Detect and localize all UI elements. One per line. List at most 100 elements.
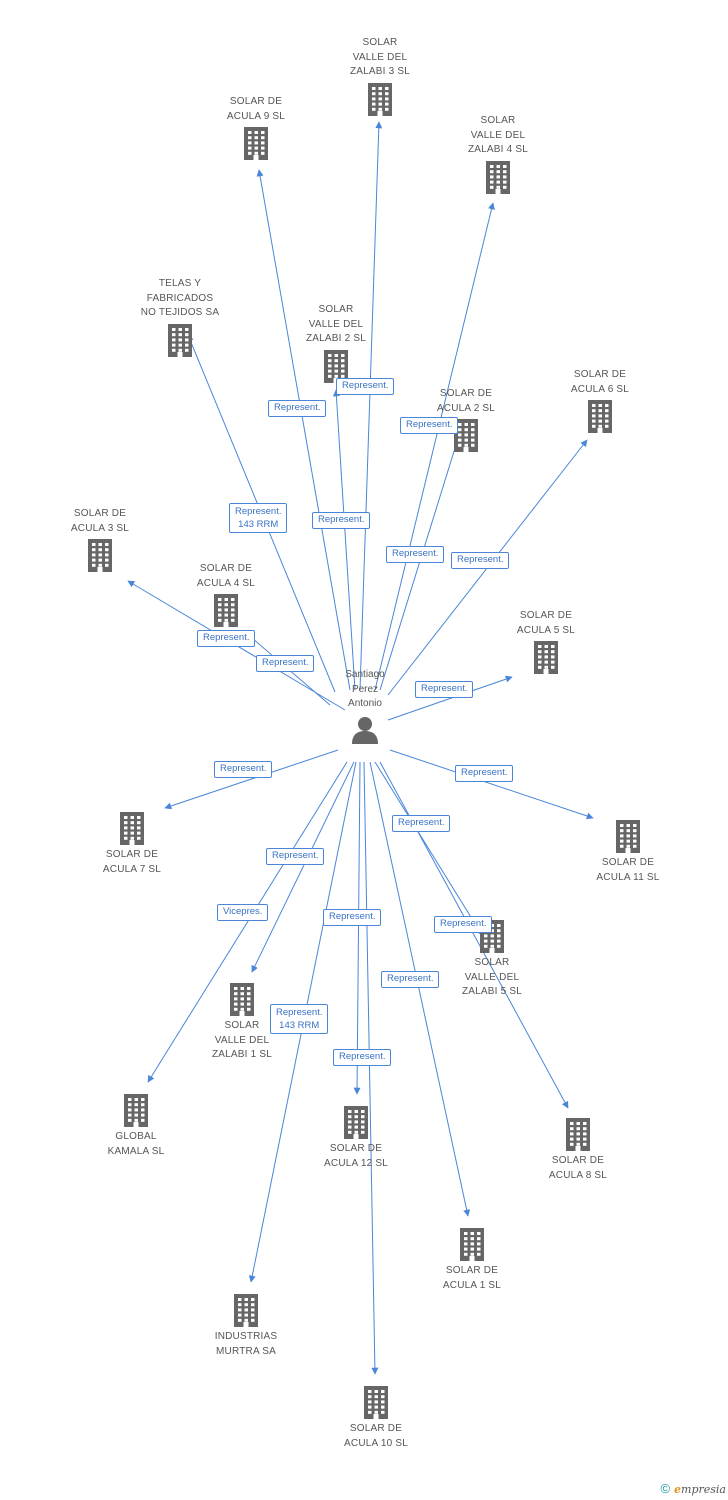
person-icon (352, 716, 378, 744)
building-icon-wrap (513, 1116, 643, 1152)
edge-acula12 (353, 761, 361, 1095)
building-icon (616, 820, 640, 853)
building-icon-wrap (535, 398, 665, 434)
edge-label-acula2[interactable]: Represent. (386, 546, 445, 563)
building-icon (486, 160, 510, 194)
building-icon-wrap (177, 981, 307, 1017)
building-icon-wrap (35, 537, 165, 573)
edge-label-acula7[interactable]: Represent. (214, 761, 273, 778)
edge-label-acula4[interactable]: Represent. (256, 655, 315, 672)
edge-label-telas[interactable]: Represent.143 RRM (229, 503, 288, 533)
building-icon-wrap (115, 322, 245, 358)
edge-label-acula8[interactable]: Represent. (434, 916, 493, 933)
edge-label-zalabi5[interactable]: Represent. (392, 815, 451, 832)
edge-label-acula10[interactable]: Represent. (333, 1049, 392, 1066)
edge-acula9 (256, 169, 351, 691)
edge-label-acula5[interactable]: Represent. (415, 681, 474, 698)
building-icon-wrap (271, 348, 401, 384)
building-icon (460, 1228, 484, 1261)
edge-label-zalabi2[interactable]: Represent. (312, 512, 371, 529)
edge-zalabi5 (374, 761, 483, 936)
building-icon (230, 983, 254, 1016)
edge-label-zalabi1[interactable]: Represent. (266, 848, 325, 865)
brand-logo: empresia (674, 1483, 726, 1496)
building-icon (364, 1386, 388, 1419)
building-icon-wrap (181, 1292, 311, 1328)
edge-label-acula11[interactable]: Represent. (455, 765, 514, 782)
edge-label-acula12[interactable]: Represent. (323, 909, 382, 926)
edge-label-zalabi3[interactable]: Represent. (336, 378, 395, 395)
edge-acula1 (369, 761, 471, 1217)
building-icon (534, 641, 558, 674)
edge-label-acula6[interactable]: Represent. (451, 552, 510, 569)
building-icon-wrap (67, 810, 197, 846)
building-icon (344, 1106, 368, 1139)
edge-label-industrias[interactable]: Represent.143 RRM (270, 1004, 329, 1034)
edge-label-global[interactable]: Vicepres. (217, 904, 269, 921)
edge-label-acula1[interactable]: Represent. (381, 971, 440, 988)
building-icon (214, 594, 238, 627)
building-icon (588, 400, 612, 433)
building-icon-wrap (433, 159, 563, 195)
building-icon-wrap (71, 1092, 201, 1128)
building-icon-wrap (481, 639, 611, 675)
person-node-center[interactable]: Santiago Perez Antonio (315, 668, 415, 745)
building-icon (324, 349, 348, 383)
building-icon (566, 1118, 590, 1151)
edge-label-acula9[interactable]: Represent. (268, 400, 327, 417)
building-icon (88, 539, 112, 572)
building-icon-wrap (161, 592, 291, 628)
edge-zalabi4 (374, 202, 495, 691)
building-icon (244, 127, 268, 160)
edge-zalabi2 (332, 389, 356, 691)
building-icon (120, 812, 144, 845)
building-icon-wrap (191, 125, 321, 161)
edge-label-zalabi4[interactable]: Represent. (400, 417, 459, 434)
edge-global (147, 761, 348, 1083)
edge-zalabi1 (251, 761, 355, 973)
footer-brand[interactable]: ©empresia (660, 1481, 726, 1496)
building-icon-wrap (311, 1384, 441, 1420)
edge-acula5 (387, 675, 513, 721)
building-icon (368, 82, 392, 116)
edge-zalabi3 (359, 121, 383, 691)
edge-label-acula3[interactable]: Represent. (197, 630, 256, 647)
edge-acula11 (389, 749, 594, 820)
edge-acula10 (363, 761, 379, 1375)
